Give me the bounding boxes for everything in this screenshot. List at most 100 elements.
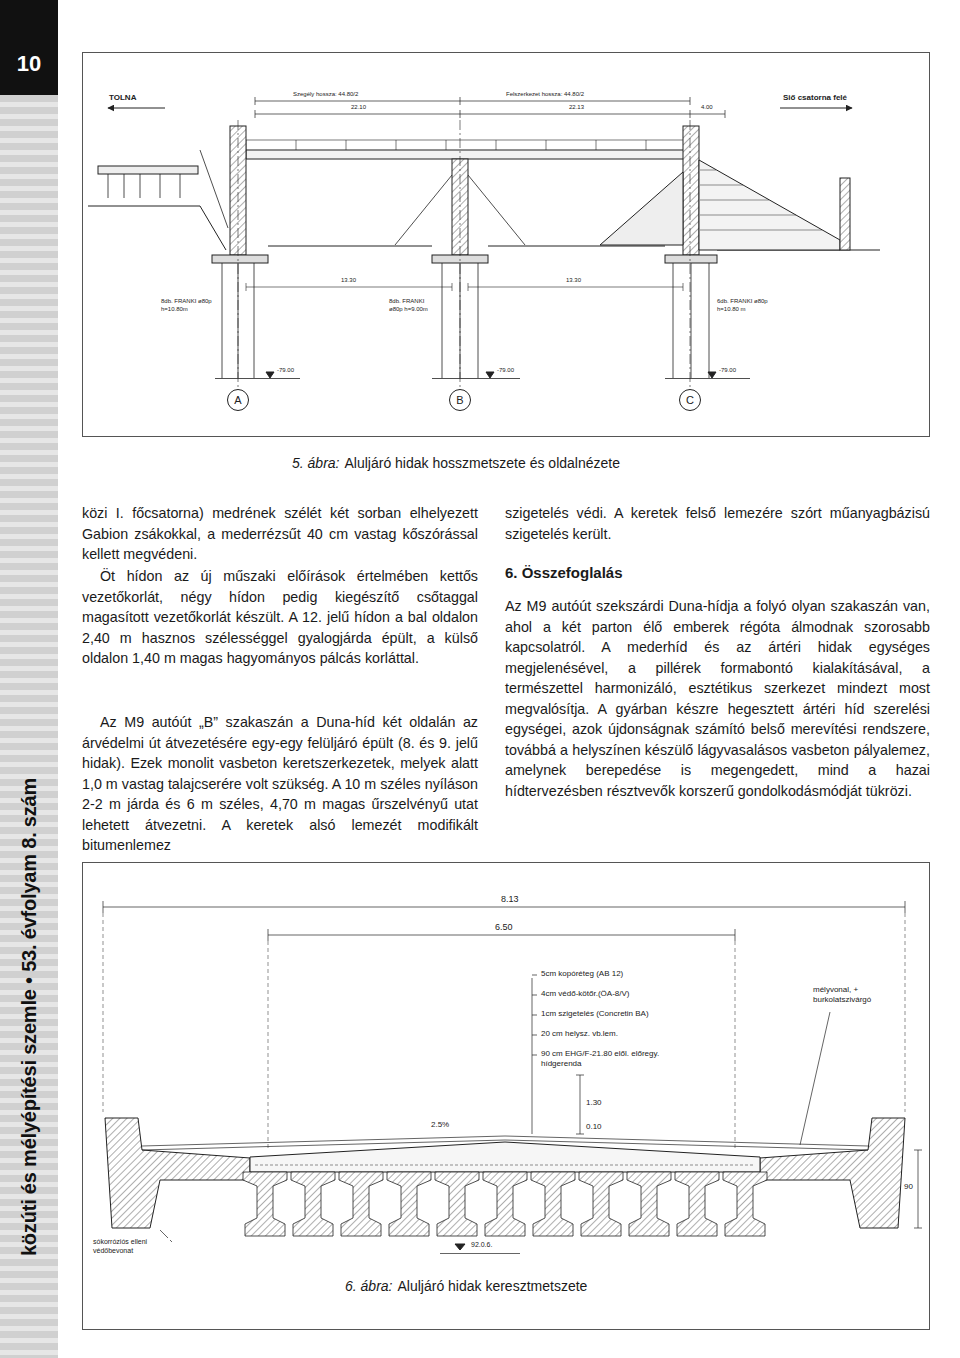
retaining-wall <box>840 178 850 250</box>
dimension-text: 0.10 <box>585 1122 603 1132</box>
figure-caption: Aluljáró hidak hosszmetszete és oldalnéz… <box>344 455 620 472</box>
direction-arrow <box>780 108 852 109</box>
precast-beam <box>627 1172 671 1236</box>
body-paragraph: Öt hídon az új műszaki előírások értelmé… <box>82 566 478 669</box>
journal-title: közúti és mélyépítési szemle • 53. évfol… <box>18 778 41 1256</box>
old-structure <box>98 166 198 174</box>
body-paragraph: Az M9 autóút szekszárdi Duna-hídja a fol… <box>505 596 930 801</box>
dimension-line <box>246 283 683 291</box>
level-text: -79.00 <box>496 367 515 375</box>
figure-frame <box>83 863 930 1330</box>
bridge-deck <box>246 150 697 159</box>
dimension-line <box>103 901 905 941</box>
precast-beam <box>387 1172 431 1236</box>
level-text: -79.00 <box>276 367 295 375</box>
edge-beam <box>105 1118 250 1228</box>
level-text: -79.00 <box>718 367 737 375</box>
leader-line <box>800 1012 830 1145</box>
layer-note: 1cm szigetelés (Concretin BA) <box>540 1009 650 1019</box>
dimension-text: 13.30 <box>340 277 357 285</box>
pavement-layer <box>142 1136 868 1150</box>
precast-beam <box>291 1172 335 1236</box>
level-mark <box>708 372 716 378</box>
direction-arrow <box>108 108 165 109</box>
page-number-box: 10 <box>0 0 58 95</box>
body-paragraph: Az M9 autóút „B” szakaszán a Duna-híd ké… <box>82 712 478 856</box>
axis-letter: C <box>686 395 694 406</box>
level-line <box>432 378 520 379</box>
figure-frame <box>83 53 930 437</box>
extension-line <box>103 913 905 1150</box>
layer-note: 20 cm helysz. vb.lem. <box>540 1029 619 1039</box>
direction-label: TOLNA <box>108 93 137 103</box>
dimension-text: 8.13 <box>500 894 520 905</box>
layer-note: 4cm védő-kötőr.(ÖA-8/V) <box>540 989 630 999</box>
layer-note: 5cm kopóréteg (AB 12) <box>540 969 624 979</box>
pile <box>673 263 709 378</box>
pile-note: 6db. FRANKI ø80p h=10.80 m <box>716 298 778 313</box>
drain-note: mélyvonal, + burkolatszivárgó <box>812 985 904 1005</box>
section-heading: 6. Összefoglalás <box>505 564 623 582</box>
cross-section-drawing <box>83 863 930 1330</box>
pile-note: 8db. FRANKI ø80p h=10.80m <box>160 298 218 313</box>
figure-number: 5. ábra: <box>292 455 339 472</box>
body-paragraph: közi I. főcsatorna) medrének szélét két … <box>82 503 478 565</box>
dimension-line <box>914 1150 922 1228</box>
precast-beam <box>435 1172 479 1236</box>
abutment <box>683 126 699 255</box>
body-paragraph: szigetelés védi. A keretek felső lemezér… <box>505 503 930 544</box>
deck-slab <box>250 1142 760 1172</box>
figure-caption: Aluljáró hidak keresztmetszete <box>397 1278 587 1295</box>
level-mark <box>486 372 494 378</box>
level-mark <box>455 1244 465 1250</box>
layer-note: 90 cm EHG/F-21.80 elől. előregy. hídgere… <box>540 1049 667 1069</box>
direction-label: Siő csatorna felé <box>782 93 848 103</box>
leader-line <box>532 975 537 1134</box>
dimension-text: 22.13 <box>568 104 585 112</box>
coating-note: sókorróziós elleni védőbevonat <box>92 1238 170 1256</box>
level-line <box>440 1253 520 1254</box>
footing <box>212 255 268 263</box>
axis-letter: B <box>456 395 463 406</box>
edge-beam <box>760 1118 905 1228</box>
dimension-text: 6.50 <box>494 922 514 933</box>
dimension-text: 90 <box>903 1182 914 1192</box>
precast-beam <box>483 1172 527 1236</box>
level-text: 92.0.6. <box>470 1241 493 1250</box>
long-section-drawing <box>83 53 930 437</box>
embankment-wedge <box>600 172 683 245</box>
level-line <box>215 378 300 379</box>
dimension-text: Szegély hossza: 44.80/2 <box>292 91 359 99</box>
dimension-line <box>576 1075 584 1134</box>
dimension-text: 4.00 <box>700 104 714 112</box>
old-piles <box>108 174 180 198</box>
dimension-text: Felszerkezet hossza: 44.80/2 <box>505 91 585 99</box>
journal-band: közúti és mélyépítési szemle • 53. évfol… <box>0 95 58 1358</box>
axis-letter: A <box>234 395 241 406</box>
figure-number: 6. ábra: <box>345 1278 392 1295</box>
pile-note: 8db. FRANKI ø80p h=9.00m <box>388 298 440 313</box>
axis-circle: C <box>679 389 701 411</box>
precast-beam <box>675 1172 719 1236</box>
axis-line <box>238 120 690 389</box>
dimension-line <box>255 97 725 118</box>
dimension-text: 1.30 <box>585 1098 603 1108</box>
precast-beam <box>531 1172 575 1236</box>
slope-line <box>200 150 228 228</box>
dimension-text: 13.30 <box>565 277 582 285</box>
precast-beam <box>723 1172 767 1236</box>
layer-line <box>700 170 822 230</box>
precast-beam <box>339 1172 383 1236</box>
page-number: 10 <box>17 51 41 77</box>
axis-circle: B <box>449 389 471 411</box>
level-mark <box>266 372 274 378</box>
footing <box>665 255 717 263</box>
slope-text: 2.5% <box>430 1120 450 1130</box>
precast-beam <box>243 1172 287 1236</box>
precast-beam <box>579 1172 623 1236</box>
rebar-line <box>255 1165 755 1166</box>
railing <box>246 140 697 150</box>
axis-circle: A <box>227 389 249 411</box>
